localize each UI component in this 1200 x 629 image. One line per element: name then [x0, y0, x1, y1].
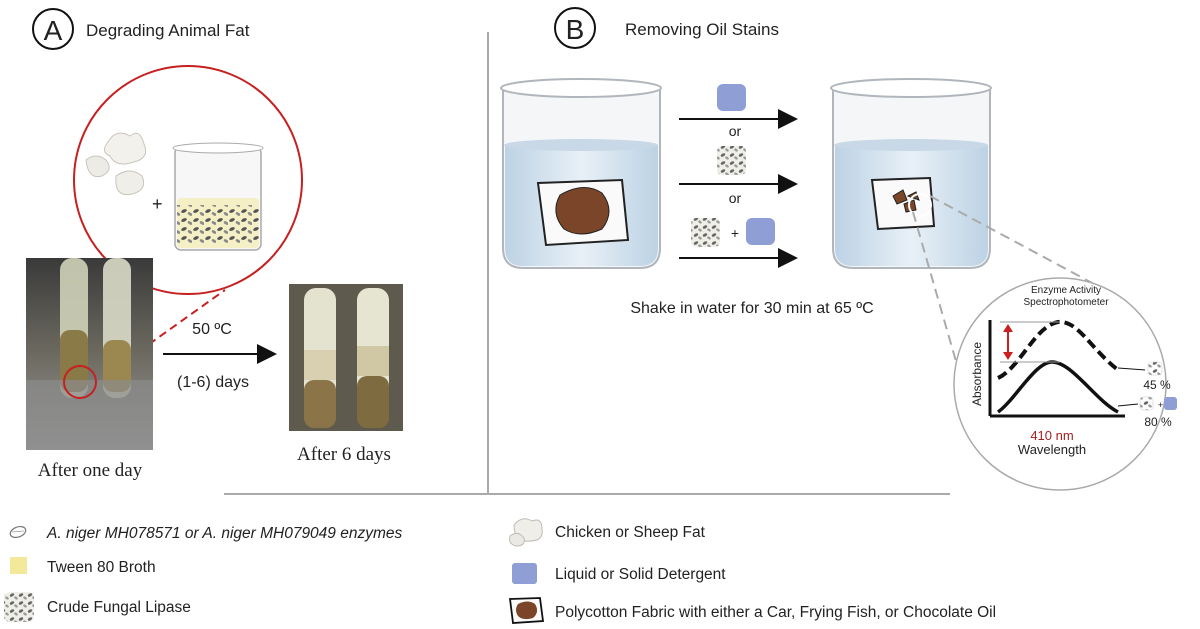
detergent-icon: [746, 218, 775, 245]
inset-xlabel: Wavelength: [1018, 442, 1086, 457]
beaker-icon-right: [830, 78, 992, 269]
legend-tween: Tween 80 Broth: [47, 559, 156, 576]
detergent-icon: [717, 84, 746, 111]
fabric-icon: [870, 176, 936, 231]
shake-text: Shake in water for 30 min at 65 ºC: [630, 300, 873, 317]
or-label-1: or: [729, 123, 742, 139]
legend-enzymes: A. niger MH078571 or A. niger MH079049 e…: [46, 525, 403, 542]
duration-label: (1-6) days: [177, 374, 249, 391]
fat-icon: [85, 132, 147, 196]
plus-sign-b: +: [731, 225, 739, 241]
inset-plus: +: [1158, 400, 1163, 410]
beaker-icon: [172, 142, 264, 251]
inset-title-line2: Spectrophotometer: [1023, 297, 1109, 308]
legend-detergent: Liquid or Solid Detergent: [555, 566, 726, 583]
panel-b: B Removing Oil Stains or or +: [500, 7, 1177, 491]
test-tube-photo-right: [289, 284, 403, 431]
inset-circle: [953, 277, 1167, 491]
spore-icon: [9, 525, 27, 539]
panel-a: A Degrading Animal Fat +: [26, 8, 403, 481]
detergent-icon: [1164, 397, 1177, 410]
panel-a-title: Degrading Animal Fat: [86, 21, 250, 40]
test-tube-photo-left: [26, 258, 153, 450]
panel-a-letter-circle: [32, 8, 74, 50]
inset-title-line1: Enzyme Activity: [1031, 285, 1101, 296]
inset-ylabel: Absorbance: [970, 342, 984, 406]
legend-fabric: Polycotton Fabric with either a Car, Fry…: [555, 604, 996, 621]
legend-lipase: Crude Fungal Lipase: [47, 599, 191, 616]
panel-a-letter: A: [44, 15, 63, 46]
panel-b-letter: B: [566, 14, 585, 45]
caption-after-6-days: After 6 days: [297, 444, 391, 465]
inset-peak-label: 410 nm: [1030, 428, 1073, 443]
tween-swatch: [10, 557, 27, 574]
beaker-icon-left: [500, 78, 662, 269]
inset-value-top: 45 %: [1143, 378, 1171, 392]
lipase-icon: [1147, 361, 1163, 376]
legend-fat: Chicken or Sheep Fat: [555, 524, 706, 541]
fabric-icon: [508, 597, 545, 624]
fat-icon: [509, 518, 543, 547]
plus-sign-a: +: [152, 194, 163, 214]
panel-b-title: Removing Oil Stains: [625, 20, 779, 39]
legend: A. niger MH078571 or A. niger MH079049 e…: [4, 518, 996, 624]
detergent-icon: [512, 563, 537, 584]
or-label-2: or: [729, 190, 742, 206]
temperature-label: 50 ºC: [192, 321, 232, 338]
lipase-icon: [1139, 396, 1154, 411]
panel-b-letter-circle: [554, 7, 596, 49]
oil-stain: [555, 187, 610, 235]
caption-after-one-day: After one day: [38, 460, 143, 481]
inset-value-bottom: 80 %: [1144, 415, 1172, 429]
